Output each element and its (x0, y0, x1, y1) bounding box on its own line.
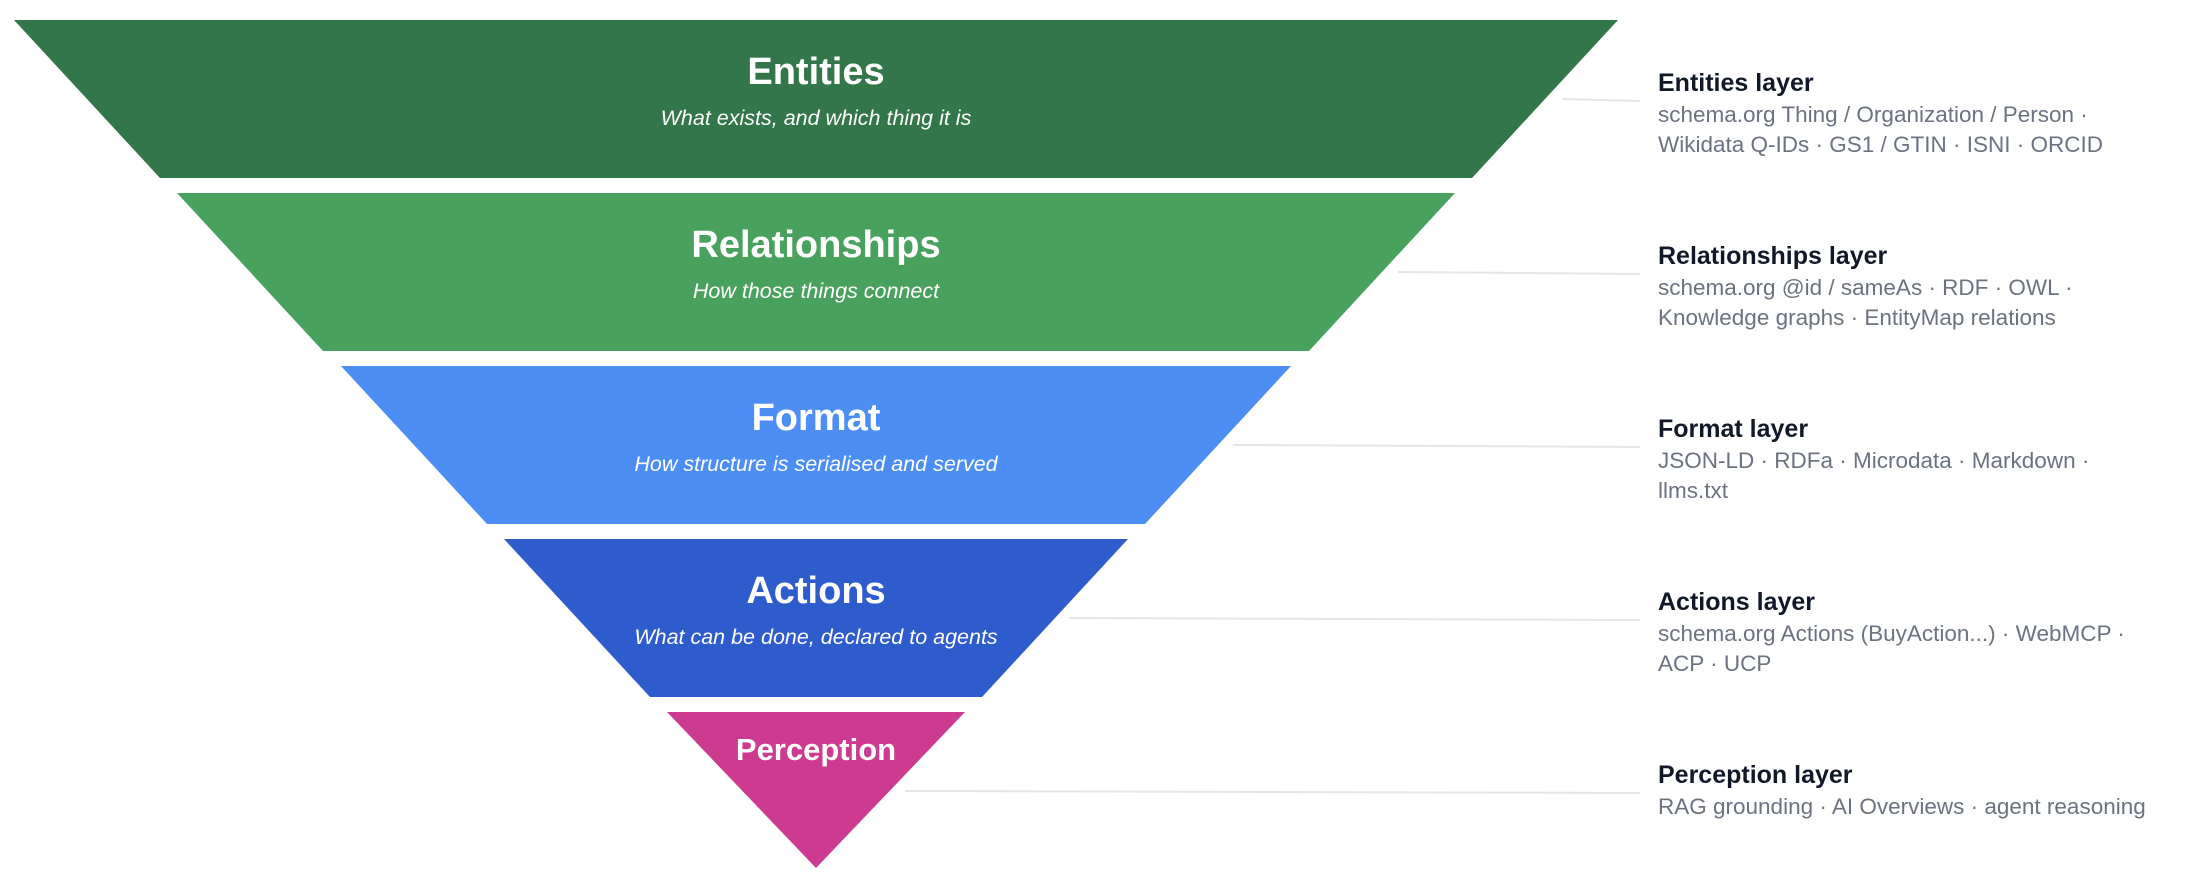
detail-relationships: Relationships layer schema.org @id / sam… (1658, 241, 2198, 333)
detail-format-body: JSON-LD · RDFa · Microdata · Markdown · … (1658, 446, 2198, 506)
layer-relationships-shape (177, 193, 1455, 351)
detail-actions-line-2: ACP · UCP (1658, 651, 1772, 676)
layer-format-subtitle: How structure is serialised and served (634, 452, 998, 476)
leader-line-perception (904, 790, 1641, 794)
detail-entities-line-1: schema.org Thing / Organization / Person… (1658, 102, 2088, 127)
detail-actions-title: Actions layer (1658, 588, 1816, 616)
detail-entities-title: Entities layer (1658, 69, 1814, 97)
layer-entities-shape (14, 20, 1618, 178)
layer-relationships-subtitle: How those things connect (693, 279, 940, 303)
leader-line-entities (1561, 98, 1641, 102)
detail-perception-title: Perception layer (1658, 761, 1853, 789)
detail-entities: Entities layer schema.org Thing / Organi… (1658, 68, 2198, 160)
detail-relationships-body: schema.org @id / sameAs · RDF · OWL · Kn… (1658, 273, 2198, 333)
leader-line-format (1232, 444, 1641, 448)
layer-perception-shape (667, 712, 965, 868)
layer-relationships-title: Relationships (691, 224, 940, 266)
detail-relationships-line-1: schema.org @id / sameAs · RDF · OWL · (1658, 275, 2073, 300)
layer-format-shape (341, 366, 1291, 524)
detail-entities-body: schema.org Thing / Organization / Person… (1658, 100, 2198, 160)
detail-format-title: Format layer (1658, 415, 1809, 443)
detail-actions-line-1: schema.org Actions (BuyAction...) · WebM… (1658, 621, 2125, 646)
detail-relationships-title: Relationships layer (1658, 242, 1888, 270)
layer-entities-subtitle: What exists, and which thing it is (661, 106, 972, 130)
layer-actions-subtitle: What can be done, declared to agents (634, 625, 998, 649)
layer-actions-title: Actions (746, 570, 885, 612)
layer-actions-shape (504, 539, 1128, 697)
detail-format-line-1: JSON-LD · RDFa · Microdata · Markdown · (1658, 448, 2090, 473)
detail-entities-line-2: Wikidata Q-IDs · GS1 / GTIN · ISNI · ORC… (1658, 132, 2104, 157)
detail-perception-line-1: RAG grounding · AI Overviews · agent rea… (1658, 794, 2146, 819)
detail-perception-body: RAG grounding · AI Overviews · agent rea… (1658, 792, 2198, 822)
detail-format: Format layer JSON-LD · RDFa · Microdata … (1658, 414, 2198, 506)
layer-entities-title: Entities (747, 51, 884, 93)
leader-line-actions (1068, 617, 1641, 621)
detail-relationships-line-2: Knowledge graphs · EntityMap relations (1658, 305, 2056, 330)
detail-actions: Actions layer schema.org Actions (BuyAct… (1658, 587, 2198, 679)
leader-line-relationships (1397, 271, 1641, 275)
detail-format-line-2: llms.txt (1658, 478, 1728, 503)
detail-perception: Perception layer RAG grounding · AI Over… (1658, 760, 2198, 822)
detail-actions-body: schema.org Actions (BuyAction...) · WebM… (1658, 619, 2198, 679)
layer-format-title: Format (752, 397, 881, 439)
layer-perception-title: Perception (736, 732, 896, 767)
